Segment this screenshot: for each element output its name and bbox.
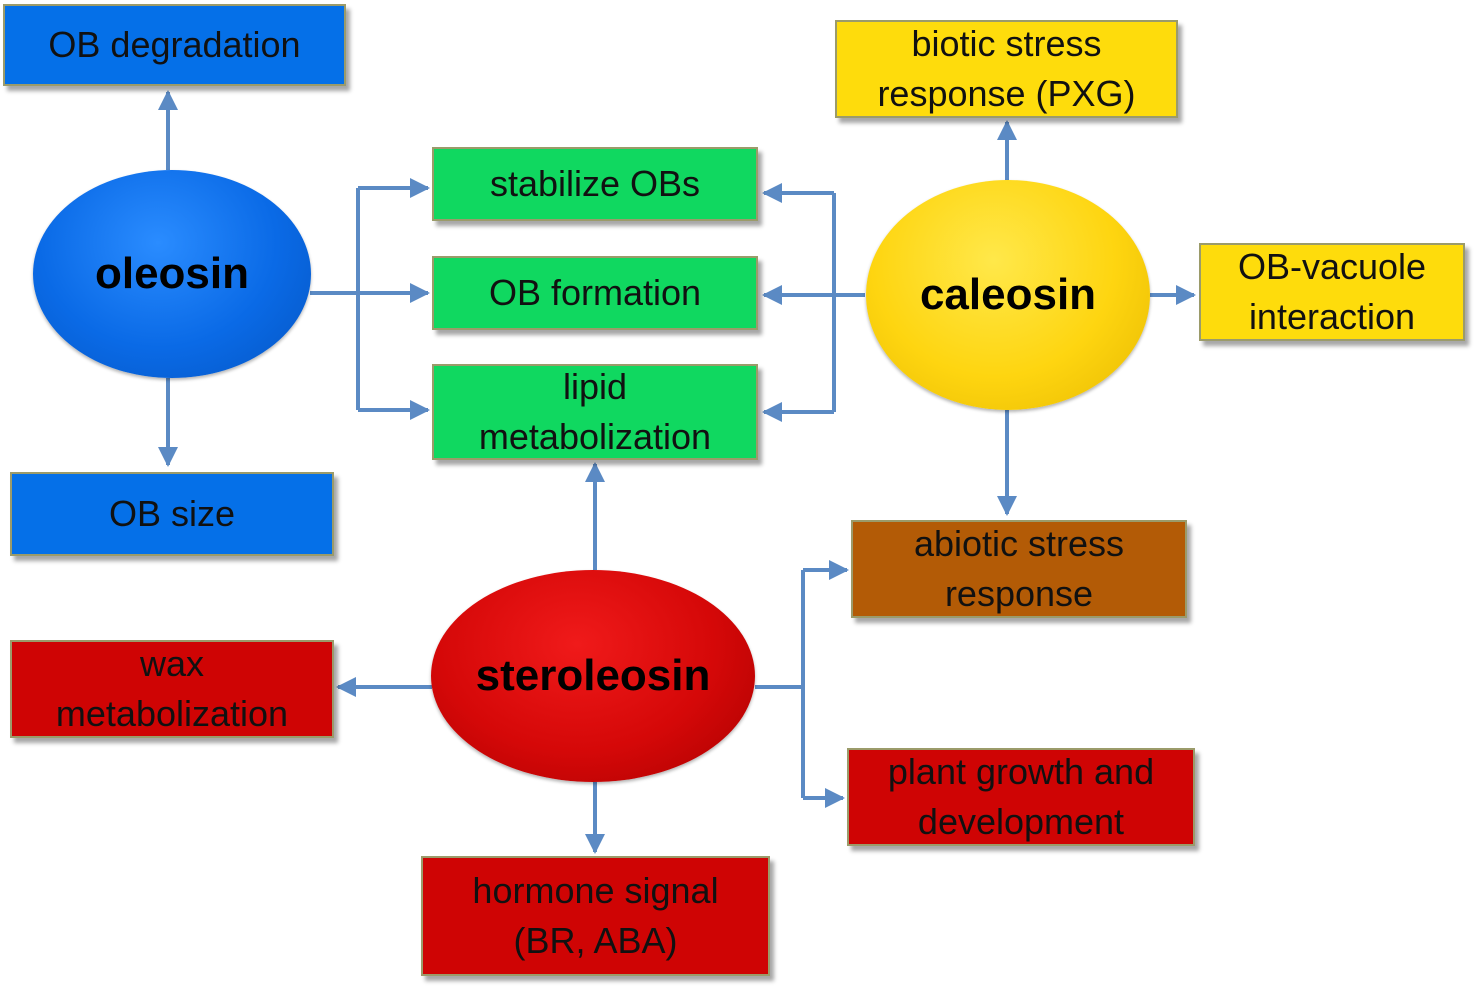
lipid-metabolization-box: lipid metabolization xyxy=(432,364,758,460)
wax-metabolization-box: wax metabolization xyxy=(10,640,334,738)
abiotic-stress-box: abiotic stress response xyxy=(851,520,1187,618)
ob-degradation-text: OB degradation xyxy=(48,24,301,65)
wax-metabolization-line2: metabolization xyxy=(55,693,289,734)
ob-formation-box: OB formation xyxy=(432,256,758,330)
stabilize-obs-box: stabilize OBs xyxy=(432,147,758,221)
ob-vacuole-line2: interaction xyxy=(1248,296,1416,337)
steroleosin-label: steroleosin xyxy=(475,651,711,700)
oleosin-label: oleosin xyxy=(94,249,250,298)
ob-formation-text: OB formation xyxy=(488,272,702,313)
oleosin-node: oleosin xyxy=(33,170,311,378)
lipid-metabolization-line2: metabolization xyxy=(478,416,712,457)
plant-growth-box: plant growth and development xyxy=(847,748,1195,846)
abiotic-stress-line2: response xyxy=(944,573,1094,614)
ob-degradation-box: OB degradation xyxy=(3,4,346,86)
caleosin-node: caleosin xyxy=(866,180,1150,410)
ob-size-text: OB size xyxy=(108,493,236,534)
biotic-stress-line1: biotic stress xyxy=(911,23,1102,64)
ob-vacuole-box: OB-vacuole interaction xyxy=(1199,243,1465,341)
wax-metabolization-line1: wax xyxy=(139,643,205,684)
steroleosin-node: steroleosin xyxy=(431,570,755,782)
ob-vacuole-line1: OB-vacuole xyxy=(1237,246,1427,287)
hormone-signal-line2: (BR, ABA) xyxy=(513,920,678,961)
biotic-stress-line2: response (PXG) xyxy=(877,73,1136,114)
biotic-stress-box: biotic stress response (PXG) xyxy=(835,20,1178,118)
ob-size-box: OB size xyxy=(10,472,334,556)
caleosin-label: caleosin xyxy=(919,270,1097,319)
hormone-signal-line1: hormone signal xyxy=(472,870,719,911)
abiotic-stress-line1: abiotic stress xyxy=(913,523,1125,564)
plant-growth-line2: development xyxy=(917,801,1125,842)
plant-growth-line1: plant growth and xyxy=(887,751,1155,792)
stabilize-obs-text: stabilize OBs xyxy=(489,163,701,204)
hormone-signal-box: hormone signal (BR, ABA) xyxy=(421,856,770,976)
lipid-metabolization-line1: lipid xyxy=(562,366,628,407)
